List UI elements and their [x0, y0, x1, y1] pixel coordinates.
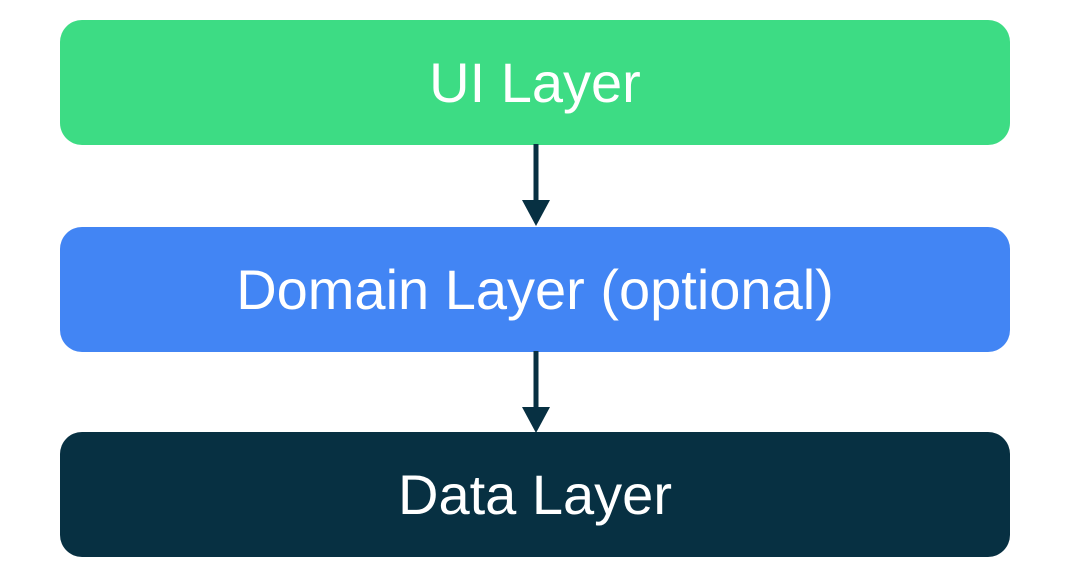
- arrow-down-icon: [522, 144, 550, 226]
- domain-layer-label: Domain Layer (optional): [236, 257, 834, 321]
- data-layer-box: Data Layer: [60, 432, 1010, 557]
- arrow-head: [522, 407, 550, 433]
- ui-layer-label: UI Layer: [429, 50, 641, 114]
- arrow-down-icon: [522, 351, 550, 433]
- data-layer-label: Data Layer: [398, 462, 672, 526]
- arrow-head: [522, 200, 550, 226]
- ui-layer-box: UI Layer: [60, 20, 1010, 145]
- domain-layer-box: Domain Layer (optional): [60, 227, 1010, 352]
